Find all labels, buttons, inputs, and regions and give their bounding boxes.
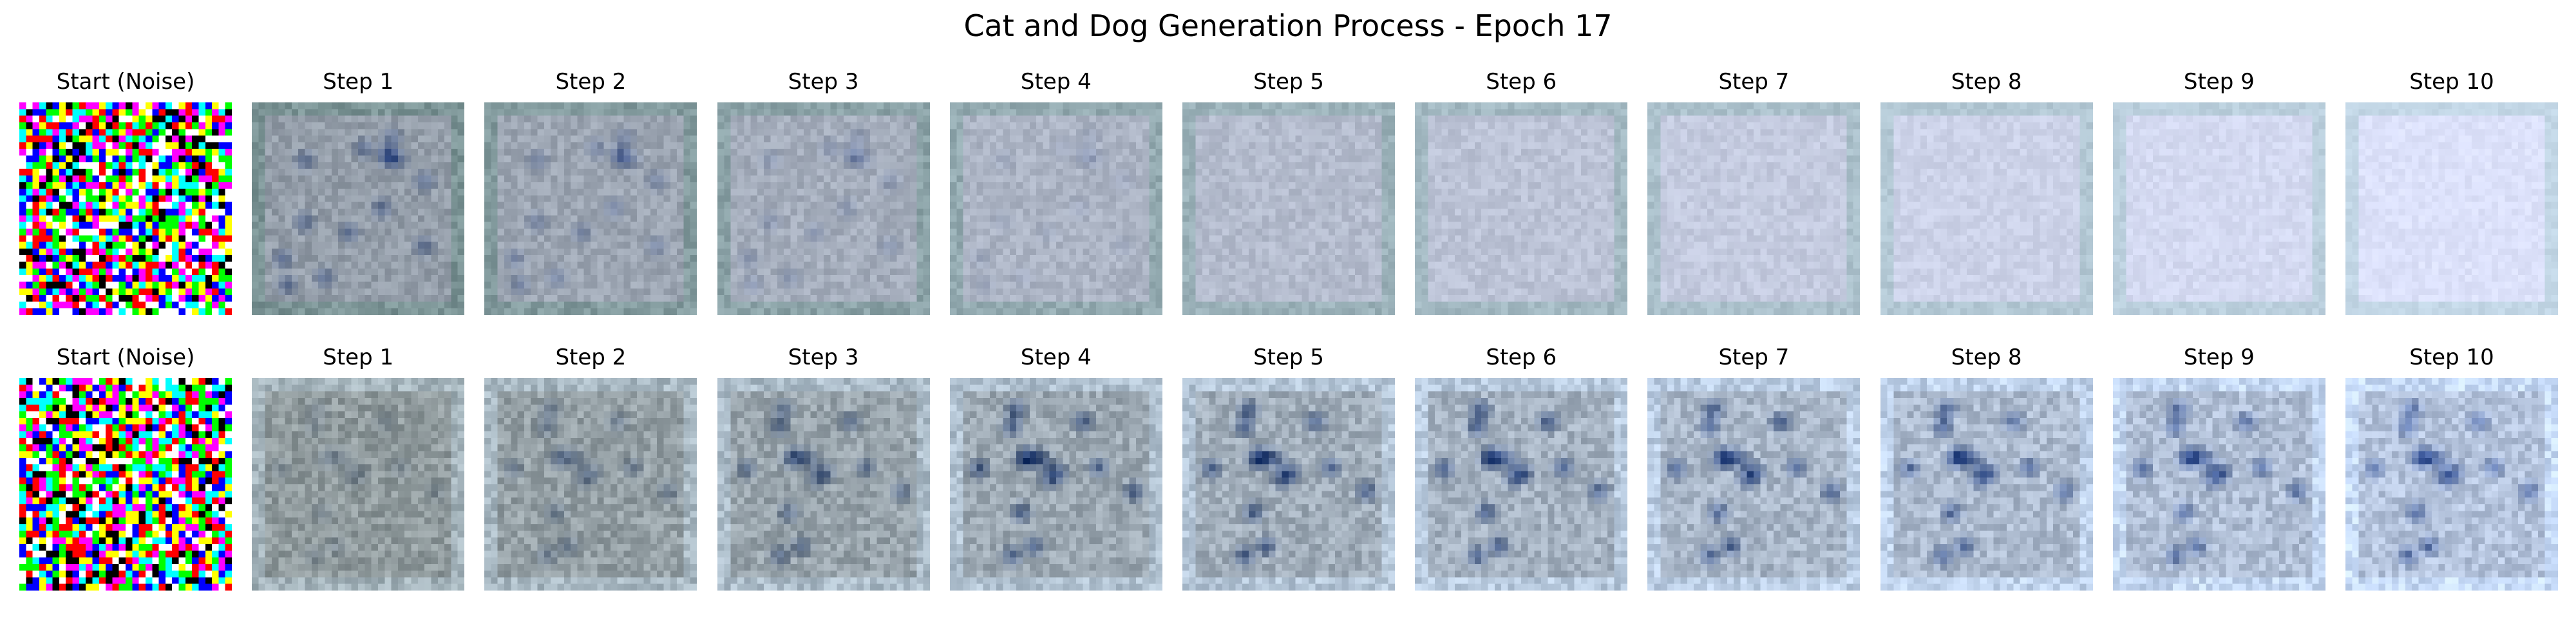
generation-panel: Step 2 (484, 343, 697, 591)
panel-title: Step 1 (323, 69, 394, 95)
generated-image (1880, 102, 2093, 315)
panel-title: Step 3 (788, 69, 859, 95)
generation-panel: Start (Noise) (19, 68, 232, 315)
panel-title: Step 4 (1020, 345, 1092, 370)
panel-title: Step 1 (323, 345, 394, 370)
generated-image (2112, 378, 2325, 591)
generation-panel: Step 9 (2112, 343, 2325, 591)
panel-title: Step 2 (555, 345, 627, 370)
generated-image (1415, 378, 1628, 591)
generated-image (484, 102, 697, 315)
generation-panel: Step 4 (949, 68, 1162, 315)
generation-panel: Step 3 (717, 343, 930, 591)
generation-panel: Step 10 (2345, 343, 2558, 591)
generated-image (252, 378, 465, 591)
generation-panel: Step 6 (1415, 68, 1628, 315)
panel-title: Step 4 (1020, 69, 1092, 95)
generated-image (2345, 378, 2558, 591)
generated-image (252, 102, 465, 315)
panel-title: Step 2 (555, 69, 627, 95)
generation-panel: Step 1 (252, 68, 465, 315)
generated-image (19, 102, 232, 315)
generation-panel: Step 7 (1647, 68, 1861, 315)
generation-panel: Step 2 (484, 68, 697, 315)
generated-image (2112, 102, 2325, 315)
panel-title: Step 7 (1718, 69, 1790, 95)
panel-title: Start (Noise) (56, 69, 195, 95)
panel-title: Step 8 (1951, 345, 2022, 370)
panel-title: Step 9 (2183, 345, 2255, 370)
panel-title: Step 5 (1253, 345, 1324, 370)
panel-title: Step 6 (1486, 345, 1557, 370)
generated-image (1647, 102, 1861, 315)
generation-panel: Step 8 (1880, 343, 2093, 591)
panel-title: Step 10 (2409, 345, 2494, 370)
generation-panel: Step 6 (1415, 343, 1628, 591)
generated-image (949, 102, 1162, 315)
panel-title: Step 5 (1253, 69, 1324, 95)
generated-image (717, 378, 930, 591)
generation-panel: Step 3 (717, 68, 930, 315)
generation-panel: Step 8 (1880, 68, 2093, 315)
figure-title: Cat and Dog Generation Process - Epoch 1… (963, 8, 1613, 43)
generation-panel: Step 7 (1647, 343, 1861, 591)
panel-title: Step 7 (1718, 345, 1790, 370)
generated-image (1182, 378, 1395, 591)
panel-title: Step 10 (2409, 69, 2494, 95)
generated-image (949, 378, 1162, 591)
generated-image (717, 102, 930, 315)
generated-image (1647, 378, 1861, 591)
panel-title: Step 3 (788, 345, 859, 370)
generated-image (484, 378, 697, 591)
generated-image (1880, 378, 2093, 591)
panel-title: Step 8 (1951, 69, 2022, 95)
generated-image (19, 378, 232, 591)
generated-image (2345, 102, 2558, 315)
generated-image (1182, 102, 1395, 315)
generation-panel: Step 5 (1182, 68, 1395, 315)
generated-image (1415, 102, 1628, 315)
generation-panel: Step 4 (949, 343, 1162, 591)
generation-panel: Start (Noise) (19, 343, 232, 591)
panel-title: Step 9 (2183, 69, 2255, 95)
panel-title: Start (Noise) (56, 345, 195, 370)
generation-panel: Step 1 (252, 343, 465, 591)
generation-panel: Step 10 (2345, 68, 2558, 315)
generation-panel: Step 9 (2112, 68, 2325, 315)
generation-panel: Step 5 (1182, 343, 1395, 591)
panel-title: Step 6 (1486, 69, 1557, 95)
